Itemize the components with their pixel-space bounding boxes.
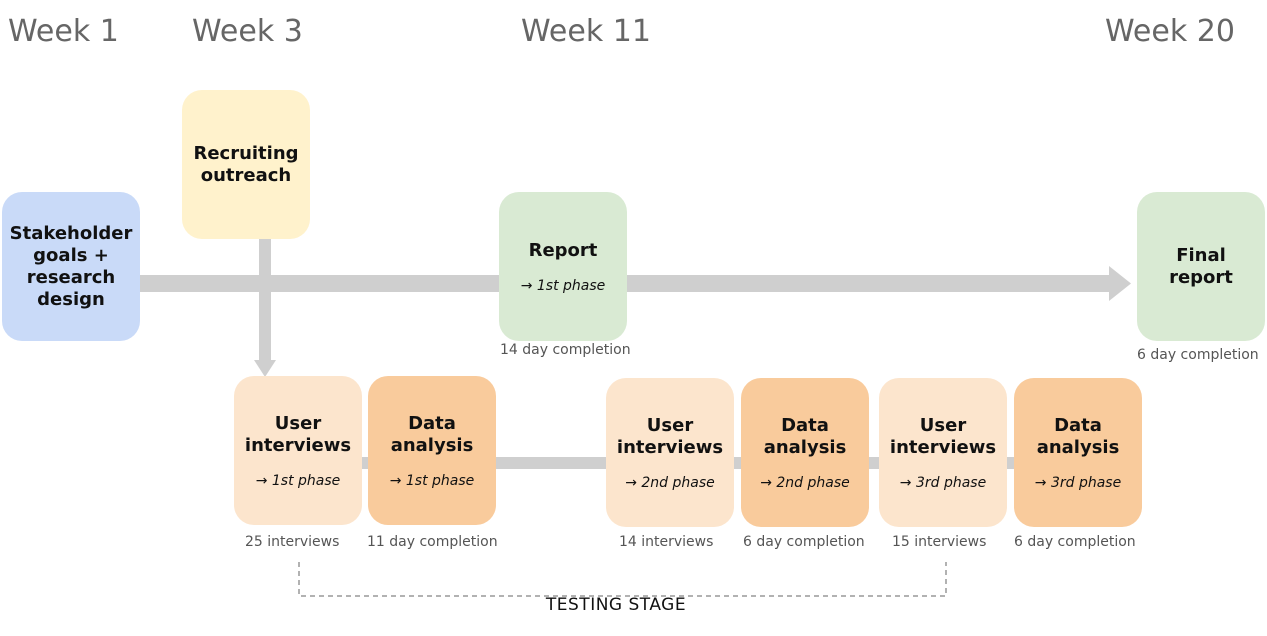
user-interviews-3-phase: → 3rd phase [899, 474, 987, 491]
user-interviews-2-title: User interviews [616, 414, 724, 458]
user-interviews-1-title: User interviews [244, 412, 352, 456]
data-analysis-1-note: 11 day completion [367, 534, 498, 550]
report-phase: → 1st phase [520, 277, 606, 294]
recruiting-down-arrowhead [254, 360, 276, 377]
stakeholder-goals-box: Stakeholder goals + research design [2, 192, 140, 341]
week-1-label: Week 1 [8, 14, 119, 49]
recruiting-down-line [259, 238, 271, 362]
user-interviews-2-box: User interviews → 2nd phase [606, 378, 734, 527]
stakeholder-goals-title: Stakeholder goals + research design [9, 222, 133, 310]
testing-stage-bracket [298, 562, 947, 597]
report-title: Report [528, 239, 598, 261]
data-analysis-2-phase: → 2nd phase [760, 474, 850, 491]
week-20-label: Week 20 [1105, 14, 1235, 49]
data-analysis-2-box: Data analysis → 2nd phase [741, 378, 869, 527]
final-report-note: 6 day completion [1137, 347, 1259, 363]
data-analysis-1-title: Data analysis [390, 412, 474, 456]
week-11-label: Week 11 [521, 14, 651, 49]
data-analysis-1-phase: → 1st phase [389, 472, 475, 489]
user-interviews-3-note: 15 interviews [892, 534, 987, 550]
recruiting-outreach-title: Recruiting outreach [193, 143, 299, 186]
data-analysis-3-note: 6 day completion [1014, 534, 1136, 550]
testing-stage-label: TESTING STAGE [545, 595, 687, 615]
week-3-label: Week 3 [192, 14, 303, 49]
recruiting-outreach-box: Recruiting outreach [182, 90, 310, 239]
report-note: 14 day completion [500, 342, 631, 358]
user-interviews-2-phase: → 2nd phase [625, 474, 715, 491]
data-analysis-3-title: Data analysis [1036, 414, 1120, 458]
user-interviews-1-box: User interviews → 1st phase [234, 376, 362, 525]
report-box: Report → 1st phase [499, 192, 627, 341]
user-interviews-1-phase: → 1st phase [255, 472, 341, 489]
final-report-title: Final report [1169, 244, 1233, 288]
data-analysis-3-phase: → 3rd phase [1034, 474, 1122, 491]
data-analysis-2-title: Data analysis [763, 414, 847, 458]
main-timeline-arrowhead [1109, 266, 1131, 301]
data-analysis-2-note: 6 day completion [743, 534, 865, 550]
user-interviews-3-title: User interviews [889, 414, 997, 458]
user-interviews-2-note: 14 interviews [619, 534, 714, 550]
user-interviews-1-note: 25 interviews [245, 534, 340, 550]
user-interviews-3-box: User interviews → 3rd phase [879, 378, 1007, 527]
data-analysis-1-box: Data analysis → 1st phase [368, 376, 496, 525]
data-analysis-3-box: Data analysis → 3rd phase [1014, 378, 1142, 527]
final-report-box: Final report [1137, 192, 1265, 341]
